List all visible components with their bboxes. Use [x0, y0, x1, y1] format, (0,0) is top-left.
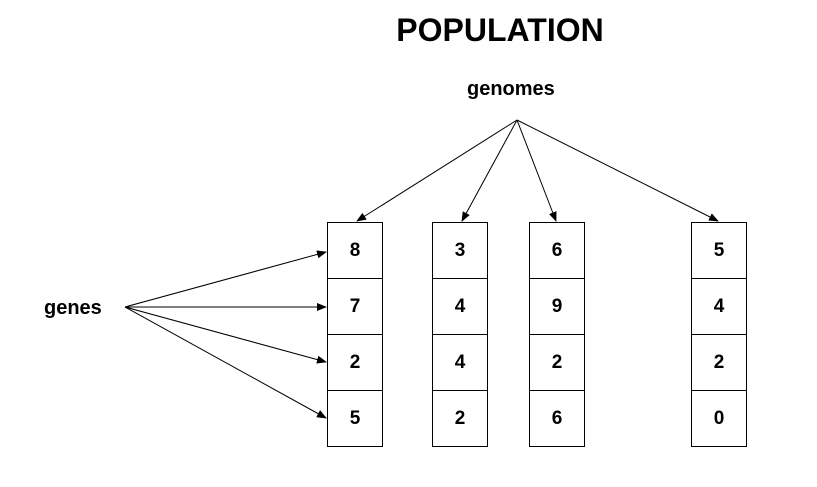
genome-2: 3 4 4 2 [432, 222, 488, 447]
gene-cell: 7 [327, 278, 383, 335]
gene-cell: 6 [529, 390, 585, 447]
genomes-label: genomes [467, 78, 555, 100]
genome-arrow-1 [356, 119, 518, 222]
gene-cell: 5 [691, 222, 747, 279]
gene-arrow-4 [124, 306, 327, 419]
genome-4: 5 4 2 0 [691, 222, 747, 447]
gene-cell: 4 [691, 278, 747, 335]
gene-cell: 2 [327, 334, 383, 391]
gene-cell: 2 [529, 334, 585, 391]
diagram-title: POPULATION [396, 12, 604, 48]
gene-cell: 8 [327, 222, 383, 279]
gene-arrow-3 [124, 306, 327, 364]
gene-cell: 2 [691, 334, 747, 391]
gene-cell: 4 [432, 334, 488, 391]
gene-arrow-1 [124, 250, 327, 308]
gene-cell: 3 [432, 222, 488, 279]
genome-arrow-4 [516, 119, 719, 222]
genome-3: 6 9 2 6 [529, 222, 585, 447]
gene-cell: 5 [327, 390, 383, 447]
genome-1: 8 7 2 5 [327, 222, 383, 447]
gene-cell: 2 [432, 390, 488, 447]
gene-cell: 9 [529, 278, 585, 335]
gene-cell: 6 [529, 222, 585, 279]
genome-arrow-2 [461, 119, 518, 222]
genes-label: genes [44, 297, 102, 319]
genome-arrow-3 [516, 119, 557, 222]
gene-cell: 4 [432, 278, 488, 335]
gene-cell: 0 [691, 390, 747, 447]
